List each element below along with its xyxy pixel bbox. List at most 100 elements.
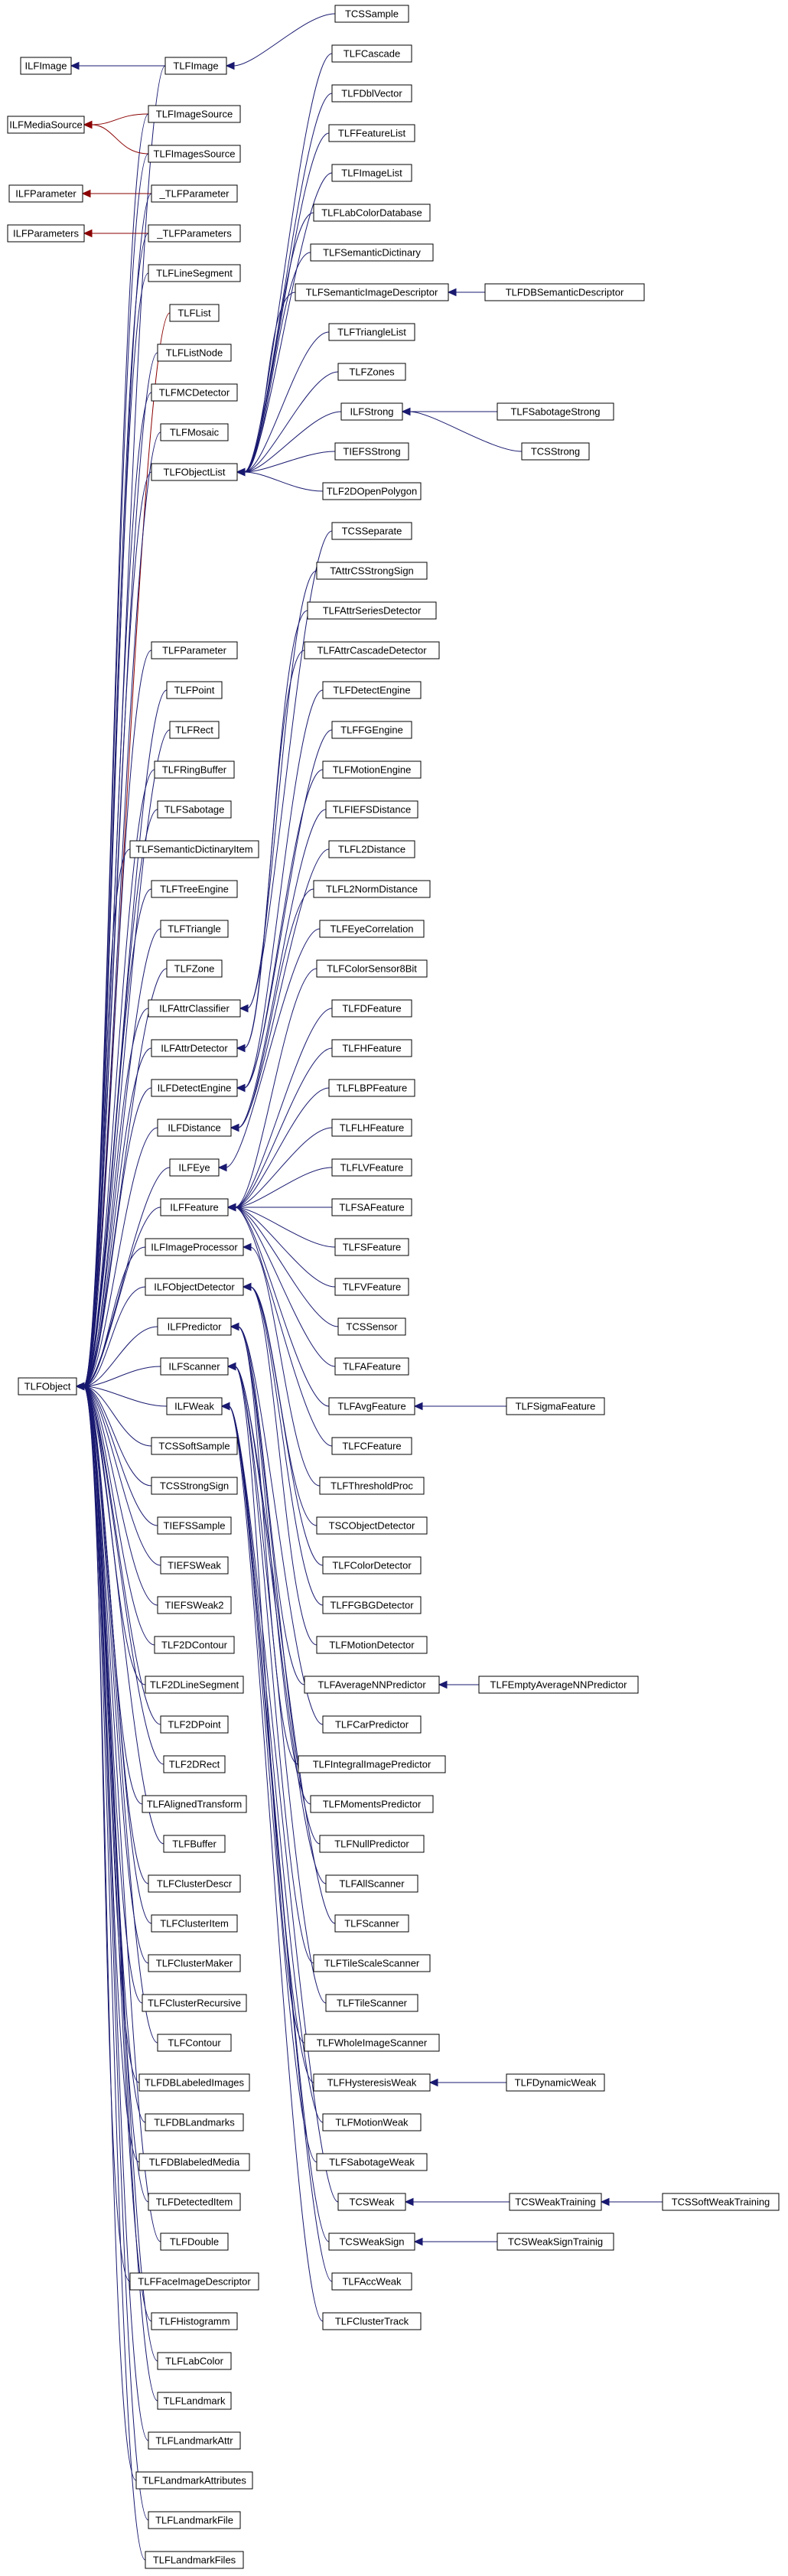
class-node-ilf-eye[interactable]: ILFEye xyxy=(169,1158,220,1177)
class-node-tlf-sabotage-weak[interactable]: TLFSabotageWeak xyxy=(316,2153,428,2171)
class-node-tcs-separate[interactable]: TCSSeparate xyxy=(331,522,412,540)
class-node-tlf-motion-weak[interactable]: TLFMotionWeak xyxy=(322,2113,422,2131)
class-node-tcs-weak-sign-trainig[interactable]: TCSWeakSignTrainig xyxy=(497,2232,614,2251)
class-node-tlfv-feature[interactable]: TLFVFeature xyxy=(334,1278,409,1296)
class-node-tcs-weak-training[interactable]: TCSWeakTraining xyxy=(509,2193,602,2211)
class-node-tlf-tile-scale-scanner[interactable]: TLFTileScaleScanner xyxy=(313,1954,431,1972)
class-node-tlf-dbl-vector[interactable]: TLFDblVector xyxy=(331,84,412,103)
class-node-ilf-distance[interactable]: ILFDistance xyxy=(157,1119,232,1137)
class-node-ilf-object-detector[interactable]: ILFObjectDetector xyxy=(145,1278,244,1296)
class-node-tlfl2-norm-distance[interactable]: TLFL2NormDistance xyxy=(313,880,431,898)
class-node-tlf-object-list[interactable]: TLFObjectList xyxy=(151,463,238,481)
class-node-tlfdb-labeled-images[interactable]: TLFDBLabeledImages xyxy=(138,2073,250,2092)
class-node-tlf-detect-engine[interactable]: TLFDetectEngine xyxy=(322,681,422,699)
class-node-tlffgbg-detector[interactable]: TLFFGBGDetector xyxy=(322,1596,422,1614)
class-node-tlf-detected-item[interactable]: TLFDetectedItem xyxy=(148,2193,241,2211)
class-node-tlf-contour[interactable]: TLFContour xyxy=(157,2034,232,2052)
class-node-tlf-motion-engine[interactable]: TLFMotionEngine xyxy=(322,760,422,779)
class-node-tlf-cluster-descr[interactable]: TLFClusterDescr xyxy=(148,1874,241,1893)
class-node-tcs-soft-sample[interactable]: TCSSoftSample xyxy=(151,1437,238,1455)
class-node-tlf2-d-point[interactable]: TLF2DPoint xyxy=(160,1715,229,1734)
class-node-tlf-list-node[interactable]: TLFListNode xyxy=(157,344,232,362)
class-node-tlf-acc-weak[interactable]: TLFAccWeak xyxy=(331,2272,412,2291)
class-node-tcs-weak-sign[interactable]: TCSWeakSign xyxy=(328,2232,415,2251)
class-node-tcs-sensor[interactable]: TCSSensor xyxy=(337,1317,406,1336)
class-node-tlf-landmark-attr[interactable]: TLFLandmarkAttr xyxy=(148,2431,241,2450)
class-node-tlfmc-detector[interactable]: TLFMCDetector xyxy=(151,383,238,402)
class-node-tlf-landmark[interactable]: TLFLandmark xyxy=(157,2392,232,2410)
class-node-tlf-triangle-list[interactable]: TLFTriangleList xyxy=(328,323,415,341)
class-node-tlfd-feature[interactable]: TLFDFeature xyxy=(331,999,412,1018)
class-node-tlf-mosaic[interactable]: TLFMosaic xyxy=(160,423,229,441)
class-node-u-tlf-parameters[interactable]: _TLFParameters xyxy=(148,224,241,243)
class-node-tlf-image-list[interactable]: TLFImageList xyxy=(331,164,412,182)
class-node-tlf-zone[interactable]: TLFZone xyxy=(166,959,223,978)
class-node-tlf-semantic-dictinary-item[interactable]: TLFSemanticDictinaryItem xyxy=(129,840,259,858)
class-node-tlffg-engine[interactable]: TLFFGEngine xyxy=(331,721,412,739)
class-node-ilf-detect-engine[interactable]: ILFDetectEngine xyxy=(151,1079,238,1097)
class-node-tlf-landmark-file[interactable]: TLFLandmarkFile xyxy=(148,2511,241,2529)
class-node-ilf-attr-classifier[interactable]: ILFAttrClassifier xyxy=(148,999,241,1018)
class-node-tlf-all-scanner[interactable]: TLFAllScanner xyxy=(325,1874,418,1893)
class-node-tlf-cluster-item[interactable]: TLFClusterItem xyxy=(151,1914,238,1933)
class-node-tsc-object-detector[interactable]: TSCObjectDetector xyxy=(316,1516,428,1535)
class-node-tlf-car-predictor[interactable]: TLFCarPredictor xyxy=(322,1715,422,1734)
class-node-ilf-predictor[interactable]: ILFPredictor xyxy=(157,1317,232,1336)
class-node-tlf-cluster-track[interactable]: TLFClusterTrack xyxy=(322,2312,422,2330)
class-node-tlfh-feature[interactable]: TLFHFeature xyxy=(331,1039,412,1057)
class-node-tlf-image-source[interactable]: TLFImageSource xyxy=(148,105,241,123)
class-node-tlfc-feature[interactable]: TLFCFeature xyxy=(331,1437,412,1455)
class-node-ilf-feature[interactable]: ILFFeature xyxy=(160,1198,229,1216)
class-node-tlf-landmark-attributes[interactable]: TLFLandmarkAttributes xyxy=(135,2471,253,2490)
class-node-tlf-images-source[interactable]: TLFImagesSource xyxy=(148,145,241,163)
class-node-tcs-strong[interactable]: TCSStrong xyxy=(521,442,590,461)
class-node-tlf-semantic-dictinary[interactable]: TLFSemanticDictinary xyxy=(310,243,434,262)
class-node-tlf-histogramm[interactable]: TLFHistogramm xyxy=(151,2312,238,2330)
class-node-tcs-strong-sign[interactable]: TCSStrongSign xyxy=(151,1477,238,1495)
class-node-tlf-null-predictor[interactable]: TLFNullPredictor xyxy=(319,1835,425,1853)
class-node-tlf-avg-feature[interactable]: TLFAvgFeature xyxy=(328,1397,415,1415)
class-node-tlf2-d-contour[interactable]: TLF2DContour xyxy=(154,1636,235,1654)
class-node-tlf-aligned-transform[interactable]: TLFAlignedTransform xyxy=(142,1795,247,1813)
class-node-tlf-cluster-recursive[interactable]: TLFClusterRecursive xyxy=(142,1994,247,2012)
class-node-tlf-semantic-image-descriptor[interactable]: TLFSemanticImageDescriptor xyxy=(295,283,449,301)
class-node-tlf-whole-image-scanner[interactable]: TLFWholeImageScanner xyxy=(304,2034,440,2052)
class-node-tlf-tile-scanner[interactable]: TLFTileScanner xyxy=(325,1994,418,2012)
class-node-tlf-lab-color[interactable]: TLFLabColor xyxy=(157,2352,232,2370)
class-node-tlf2-d-rect[interactable]: TLF2DRect xyxy=(163,1755,226,1773)
class-node-tlf-buffer[interactable]: TLFBuffer xyxy=(163,1835,226,1853)
class-node-tlf2-d-line-segment[interactable]: TLF2DLineSegment xyxy=(145,1676,244,1694)
class-node-tcs-sample[interactable]: TCSSample xyxy=(334,5,409,23)
class-node-tlf-empty-average-nn-predictor[interactable]: TLFEmptyAverageNNPredictor xyxy=(478,1676,639,1694)
class-node-tlfiefs-distance[interactable]: TLFIEFSDistance xyxy=(325,800,418,819)
class-node-tlf-threshold-proc[interactable]: TLFThresholdProc xyxy=(319,1477,425,1495)
class-node-tlf-landmark-files[interactable]: TLFLandmarkFiles xyxy=(145,2551,244,2569)
class-node-tiefs-weak2[interactable]: TIEFSWeak2 xyxy=(157,1596,232,1614)
class-node-tlf-tree-engine[interactable]: TLFTreeEngine xyxy=(151,880,238,898)
class-node-tlf-moments-predictor[interactable]: TLFMomentsPredictor xyxy=(310,1795,434,1813)
class-node-tlflh-feature[interactable]: TLFLHFeature xyxy=(331,1119,412,1137)
class-node-tlfdb-landmarks[interactable]: TLFDBLandmarks xyxy=(145,2113,244,2131)
class-node-ilf-image-processor[interactable]: ILFImageProcessor xyxy=(145,1238,244,1256)
class-node-t-attr-cs-strong-sign[interactable]: TAttrCSStrongSign xyxy=(316,562,428,580)
class-node-tlf-scanner[interactable]: TLFScanner xyxy=(334,1914,409,1933)
class-node-tlfl2-distance[interactable]: TLFL2Distance xyxy=(328,840,415,858)
class-node-tcs-weak[interactable]: TCSWeak xyxy=(337,2193,406,2211)
class-node-tlflv-feature[interactable]: TLFLVFeature xyxy=(331,1158,412,1177)
class-node-tlf-semantic-dictinary2[interactable]: TLFDBSemanticDescriptor xyxy=(484,283,645,301)
class-node-tlf-hysteresis-weak[interactable]: TLFHysteresisWeak xyxy=(313,2073,431,2092)
class-node-ilf-parameters[interactable]: ILFParameters xyxy=(7,224,85,243)
class-node-tlf-sigma-feature[interactable]: TLFSigmaFeature xyxy=(506,1397,605,1415)
class-node-tlf-double[interactable]: TLFDouble xyxy=(160,2232,229,2251)
class-node-tlf-dynamic-weak[interactable]: TLFDynamicWeak xyxy=(506,2073,605,2092)
class-node-tlf-image[interactable]: TLFImage xyxy=(164,57,227,75)
class-node-tlf-integral-image-predictor[interactable]: TLFIntegralImagePredictor xyxy=(298,1755,446,1773)
class-node-tlf-face-image-descriptor[interactable]: TLFFaceImageDescriptor xyxy=(129,2272,259,2291)
class-node-tcs-soft-weak-training[interactable]: TCSSoftWeakTraining xyxy=(662,2193,780,2211)
class-node-tlf-sabotage[interactable]: TLFSabotage xyxy=(157,800,232,819)
class-node-tlf2-d-open-polygon[interactable]: TLF2DOpenPolygon xyxy=(322,482,422,500)
class-node-ilf-media-source[interactable]: ILFMediaSource xyxy=(7,116,85,134)
class-node-ilf-scanner[interactable]: ILFScanner xyxy=(160,1357,229,1376)
class-node-tlf-parameter[interactable]: TLFParameter xyxy=(151,641,238,659)
class-node-tlflbp-feature[interactable]: TLFLBPFeature xyxy=(328,1079,415,1097)
